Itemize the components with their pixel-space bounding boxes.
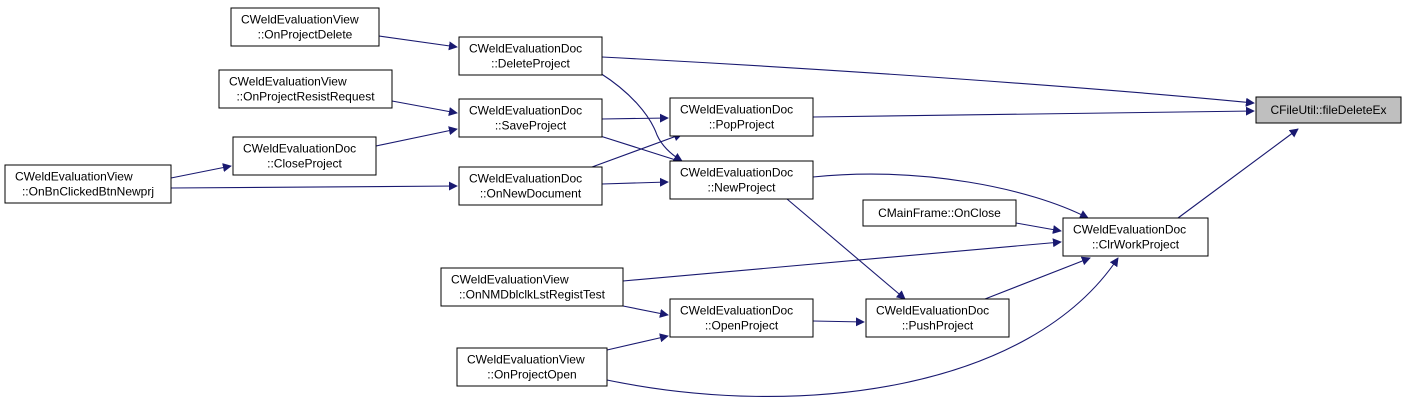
node-onNMDblclkLstRegistTest[interactable]: CWeldEvaluationView::OnNMDblclkLstRegist… [440,267,624,307]
node-label-line2: ::PushProject [902,319,974,333]
edge-popProject-to-fileDeleteEx [812,106,1255,118]
node-label-line2: ::SaveProject [495,119,567,133]
edge-onNMDblclkLstRegistTest-to-clrWorkProject [622,238,1062,282]
node-clrWorkProject[interactable]: CWeldEvaluationDoc::ClrWorkProject [1062,217,1209,257]
node-fileDeleteEx[interactable]: CFileUtil::fileDeleteEx [1255,96,1402,124]
edge-onNewDocument-to-newProject [601,177,669,187]
edge-newProject-to-pushProject [786,198,906,300]
node-label-line1: CWeldEvaluationView [15,170,133,184]
edge-saveProject-to-newProject [596,134,683,164]
node-label-line2: ::ClrWorkProject [1092,238,1180,252]
node-box [4,164,172,204]
node-label-line2: ::OnProjectOpen [487,368,576,382]
node-box [865,298,1010,338]
node-box [1255,96,1402,124]
edge-onBnClickedBtnNewprj-to-onNewDocument [170,181,458,191]
node-box [218,69,393,109]
node-box [230,7,380,47]
edge-clrWorkProject-to-fileDeleteEx [1177,128,1299,219]
node-openProject[interactable]: CWeldEvaluationDoc::OpenProject [669,298,814,338]
node-label-line2: ::DeleteProject [491,57,570,71]
node-box [669,97,814,137]
node-label-line1: CWeldEvaluationDoc [243,142,356,156]
node-label-line2: ::NewProject [707,181,776,195]
node-label-line1: CWeldEvaluationView [451,273,569,287]
edge-onProjectOpen-to-clrWorkProject [606,257,1119,397]
node-label-line2: ::PopProject [709,118,775,132]
edges-layer [170,35,1299,397]
node-label-line1: CWeldEvaluationDoc [680,103,793,117]
edge-pushProject-to-clrWorkProject [984,256,1091,300]
node-box [458,36,603,76]
node-onNewDocument[interactable]: CWeldEvaluationDoc::OnNewDocument [458,166,603,206]
edge-openProject-to-pushProject [812,317,865,327]
node-label-line2: ::OnProjectDelete [258,28,353,42]
edge-deleteProject-to-newProject [599,72,683,162]
node-box [1062,217,1209,257]
nodes-layer: CFileUtil::fileDeleteExCWeldEvaluationVi… [4,7,1402,387]
edge-onProjectOpen-to-openProject [606,333,669,351]
edge-deleteProject-to-fileDeleteEx [601,56,1255,107]
node-closeProject[interactable]: CWeldEvaluationDoc::CloseProject [232,136,377,176]
edge-newProject-to-clrWorkProject [812,173,1089,219]
node-label-line1: CWeldEvaluationDoc [680,166,793,180]
node-onClose[interactable]: CMainFrame::OnClose [862,199,1017,227]
node-label-line1: CWeldEvaluationView [229,75,347,89]
node-box [458,98,603,138]
node-label-line1: CMainFrame::OnClose [878,206,1001,220]
node-label-line2: ::OnBnClickedBtnNewprj [22,185,154,199]
node-label-line1: CWeldEvaluationDoc [680,304,793,318]
node-saveProject[interactable]: CWeldEvaluationDoc::SaveProject [458,98,603,138]
node-label-line2: ::OnNMDblclkLstRegistTest [459,288,606,302]
edge-onProjectDelete-to-deleteProject [378,35,458,51]
node-label-line1: CWeldEvaluationDoc [469,104,582,118]
node-onProjectOpen[interactable]: CWeldEvaluationView::OnProjectOpen [456,347,608,387]
node-popProject[interactable]: CWeldEvaluationDoc::PopProject [669,97,814,137]
node-label-line1: CWeldEvaluationDoc [1073,223,1186,237]
node-box [862,199,1017,227]
node-label-line2: ::OnProjectResistRequest [236,90,375,104]
node-box [458,166,603,206]
node-label-line2: ::CloseProject [267,157,342,171]
edge-onNMDblclkLstRegistTest-to-openProject [622,305,669,318]
node-label-line1: CFileUtil::fileDeleteEx [1270,103,1386,117]
node-box [669,298,814,338]
node-box [669,160,814,200]
edge-saveProject-to-popProject [601,113,669,123]
edge-onClose-to-clrWorkProject [1015,222,1062,235]
node-onBnClickedBtnNewprj[interactable]: CWeldEvaluationView::OnBnClickedBtnNewpr… [4,164,172,204]
edge-closeProject-to-saveProject [375,126,458,147]
node-label-line1: CWeldEvaluationDoc [876,304,989,318]
node-onProjectResistRequest[interactable]: CWeldEvaluationView::OnProjectResistRequ… [218,69,393,109]
node-label-line2: ::OnNewDocument [480,187,582,201]
node-label-line1: CWeldEvaluationDoc [469,42,582,56]
node-onProjectDelete[interactable]: CWeldEvaluationView::OnProjectDelete [230,7,380,47]
node-box [456,347,608,387]
node-deleteProject[interactable]: CWeldEvaluationDoc::DeleteProject [458,36,603,76]
edge-onBnClickedBtnNewprj-to-closeProject [170,163,232,179]
node-newProject[interactable]: CWeldEvaluationDoc::NewProject [669,160,814,200]
node-label-line1: CWeldEvaluationDoc [469,172,582,186]
edge-onProjectResistRequest-to-saveProject [391,100,458,116]
node-pushProject[interactable]: CWeldEvaluationDoc::PushProject [865,298,1010,338]
edge-onNewDocument-to-popProject [591,132,683,168]
node-label-line1: CWeldEvaluationView [467,353,585,367]
node-label-line2: ::OpenProject [705,319,779,333]
node-label-line1: CWeldEvaluationView [241,13,359,27]
node-box [440,267,624,307]
node-box [232,136,377,176]
